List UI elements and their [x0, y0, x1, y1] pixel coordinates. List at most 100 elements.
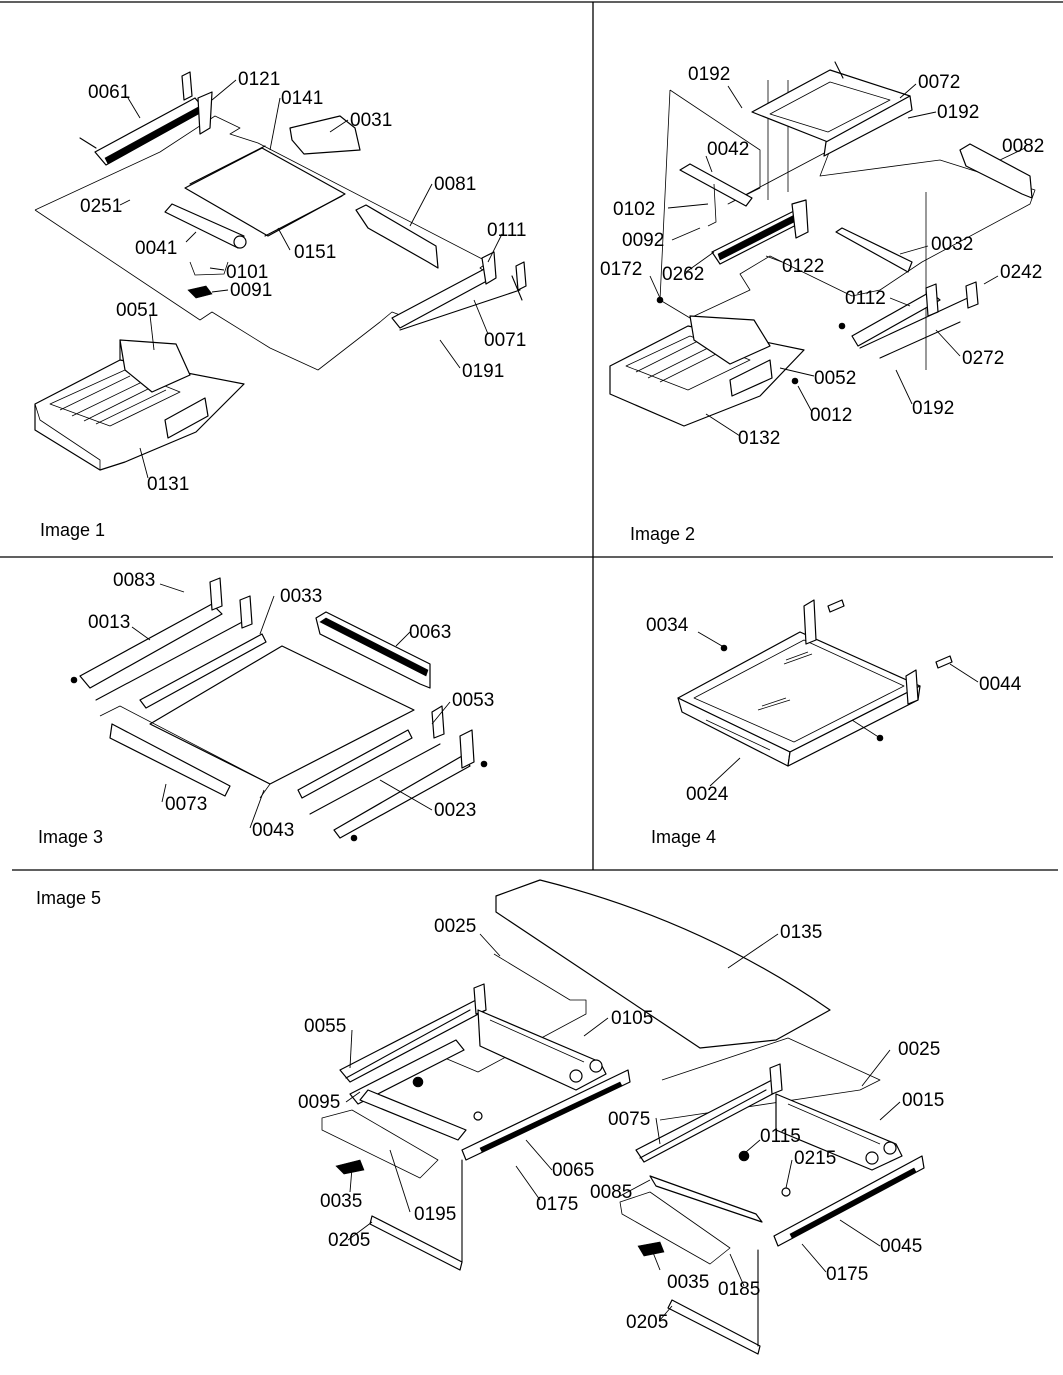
panel-caption: Image 3: [38, 827, 103, 847]
part-label: 0033: [280, 586, 322, 607]
part-label: 0051: [116, 300, 158, 321]
left-drawer-assembly: [321, 983, 631, 1271]
leaders-image-4: [697, 631, 979, 787]
part-label: 0075: [608, 1109, 650, 1130]
panel-frame: [0, 1, 1063, 871]
glass-shelf-assembly: [677, 599, 953, 767]
part-label: 0053: [452, 690, 494, 711]
part-label: 0262: [662, 264, 704, 285]
part-label: 0092: [622, 230, 664, 251]
trim-0073: [109, 723, 231, 797]
part-label: 0044: [979, 674, 1022, 695]
panel-caption: Image 5: [36, 888, 101, 908]
part-label: 0195: [414, 1204, 456, 1225]
part-label: 0072: [918, 72, 960, 93]
part-label: 0031: [350, 110, 392, 131]
part-label: 0071: [484, 330, 526, 351]
part-label: 0105: [611, 1008, 653, 1029]
part-label: 0215: [794, 1148, 836, 1169]
part-label: 0045: [880, 1236, 922, 1257]
part-label: 0101: [226, 262, 268, 283]
part-label: 0083: [113, 570, 155, 591]
part-label: 0192: [912, 398, 954, 419]
part-label: 0132: [738, 428, 780, 449]
panel-image-5: 0025 0135 0055 0105 0025 0095 0015 0075 …: [36, 879, 944, 1355]
part-label: 0073: [165, 794, 207, 815]
part-label: 0272: [962, 348, 1004, 369]
trim-0081: [355, 204, 439, 269]
panel-caption: Image 2: [630, 524, 695, 544]
part-label: 0191: [462, 361, 504, 382]
glass-shelf-0072: [751, 61, 913, 157]
part-label: 0012: [810, 405, 852, 426]
leaders-image-2: [649, 83, 1026, 437]
part-label: 0063: [409, 622, 451, 643]
part-label: 0192: [688, 64, 730, 85]
part-label: 0121: [238, 69, 280, 90]
part-label: 0185: [718, 1279, 760, 1300]
part-label: 0013: [88, 612, 130, 633]
labels-image-2: 0192 0072 0192 0042 0082 0102 0092 0032 …: [600, 64, 1044, 449]
glass-panel: [149, 645, 415, 785]
labels-image-1: 0061 0121 0141 0031 0251 0081 0041 0151 …: [80, 69, 526, 495]
rail-0061: [79, 71, 213, 166]
part-label: 0192: [937, 102, 979, 123]
panel-caption: Image 4: [651, 827, 716, 847]
leaders-image-1: [119, 79, 503, 479]
part-label: 0081: [434, 174, 476, 195]
part-label: 0085: [590, 1182, 632, 1203]
panel-caption: Image 1: [40, 520, 105, 540]
part-label: 0205: [328, 1230, 370, 1251]
part-label: 0041: [135, 238, 177, 259]
part-label: 0175: [826, 1264, 868, 1285]
part-label: 0172: [600, 259, 642, 280]
part-label: 0034: [646, 615, 689, 636]
part-label: 0043: [252, 820, 294, 841]
part-label: 0205: [626, 1312, 668, 1333]
part-label: 0122: [782, 256, 824, 277]
rail-0112: [851, 281, 979, 359]
handle-0041: [164, 203, 247, 249]
leaders-image-5: [345, 933, 901, 1321]
strip-0023: [297, 729, 413, 799]
trim-0031: [289, 115, 361, 155]
bracket-0042: [679, 163, 753, 207]
leaders-image-3: [131, 583, 451, 829]
part-label: 0102: [613, 199, 655, 220]
panel-image-1: 0061 0121 0141 0031 0251 0081 0041 0151 …: [34, 69, 527, 540]
bracket-0032: [835, 227, 913, 273]
tray-outline-right: [659, 1037, 881, 1121]
part-label: 0032: [931, 234, 973, 255]
part-label: 0082: [1002, 136, 1044, 157]
panel-image-3: 0083 0033 0013 0063 0053 0073 0043 0023 …: [38, 570, 494, 847]
part-label: 0061: [88, 82, 130, 103]
part-label: 0035: [320, 1191, 362, 1212]
part-label: 0141: [281, 88, 323, 109]
crisper-drawer-0132: [609, 315, 805, 427]
rail-0013: [70, 577, 253, 701]
part-label: 0115: [760, 1126, 801, 1147]
part-label: 0052: [814, 368, 856, 389]
right-drawer-assembly: [619, 1063, 925, 1355]
part-label: 0024: [686, 784, 729, 805]
glass-shelf-0141: [184, 147, 346, 237]
part-label: 0035: [667, 1272, 709, 1293]
part-label: 0091: [230, 280, 272, 301]
part-label: 0055: [304, 1016, 346, 1037]
part-label: 0251: [80, 196, 122, 217]
part-label: 0175: [536, 1194, 578, 1215]
trim-0082: [959, 143, 1033, 199]
part-label: 0131: [147, 474, 189, 495]
rail-0111: [391, 251, 527, 331]
rail-0053: [309, 705, 488, 842]
part-label: 0111: [487, 220, 526, 241]
crisper-drawer-0131: [34, 339, 245, 471]
part-label: 0065: [552, 1160, 594, 1181]
panel-image-4: 0034 0044 0024 Image 4: [646, 599, 1022, 847]
part-label: 0042: [707, 139, 749, 160]
shelf-outline: [659, 89, 1036, 319]
rail-0122: [711, 199, 809, 265]
trim-0033: [139, 633, 267, 709]
part-label: 0025: [434, 916, 476, 937]
